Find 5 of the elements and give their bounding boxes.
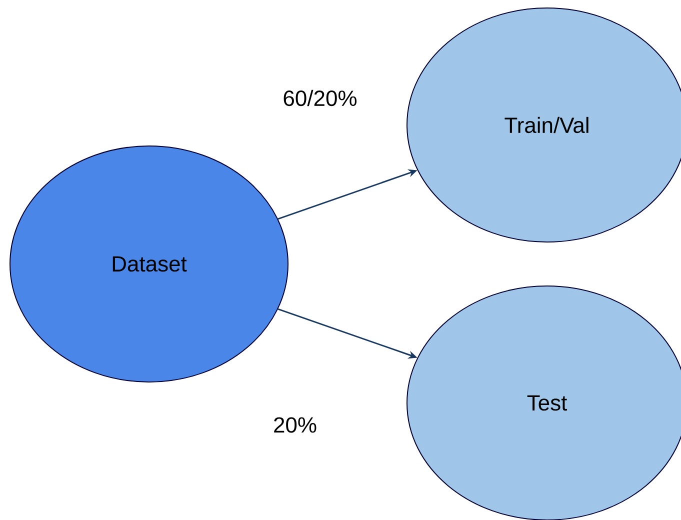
ellipse-node: Test	[406, 286, 681, 520]
edge-label: 60/20%	[282, 88, 358, 108]
ellipse-node: Train/Val	[406, 8, 681, 242]
edge-label: 20%	[272, 416, 318, 434]
ellipse-node: Dataset	[10, 146, 288, 382]
